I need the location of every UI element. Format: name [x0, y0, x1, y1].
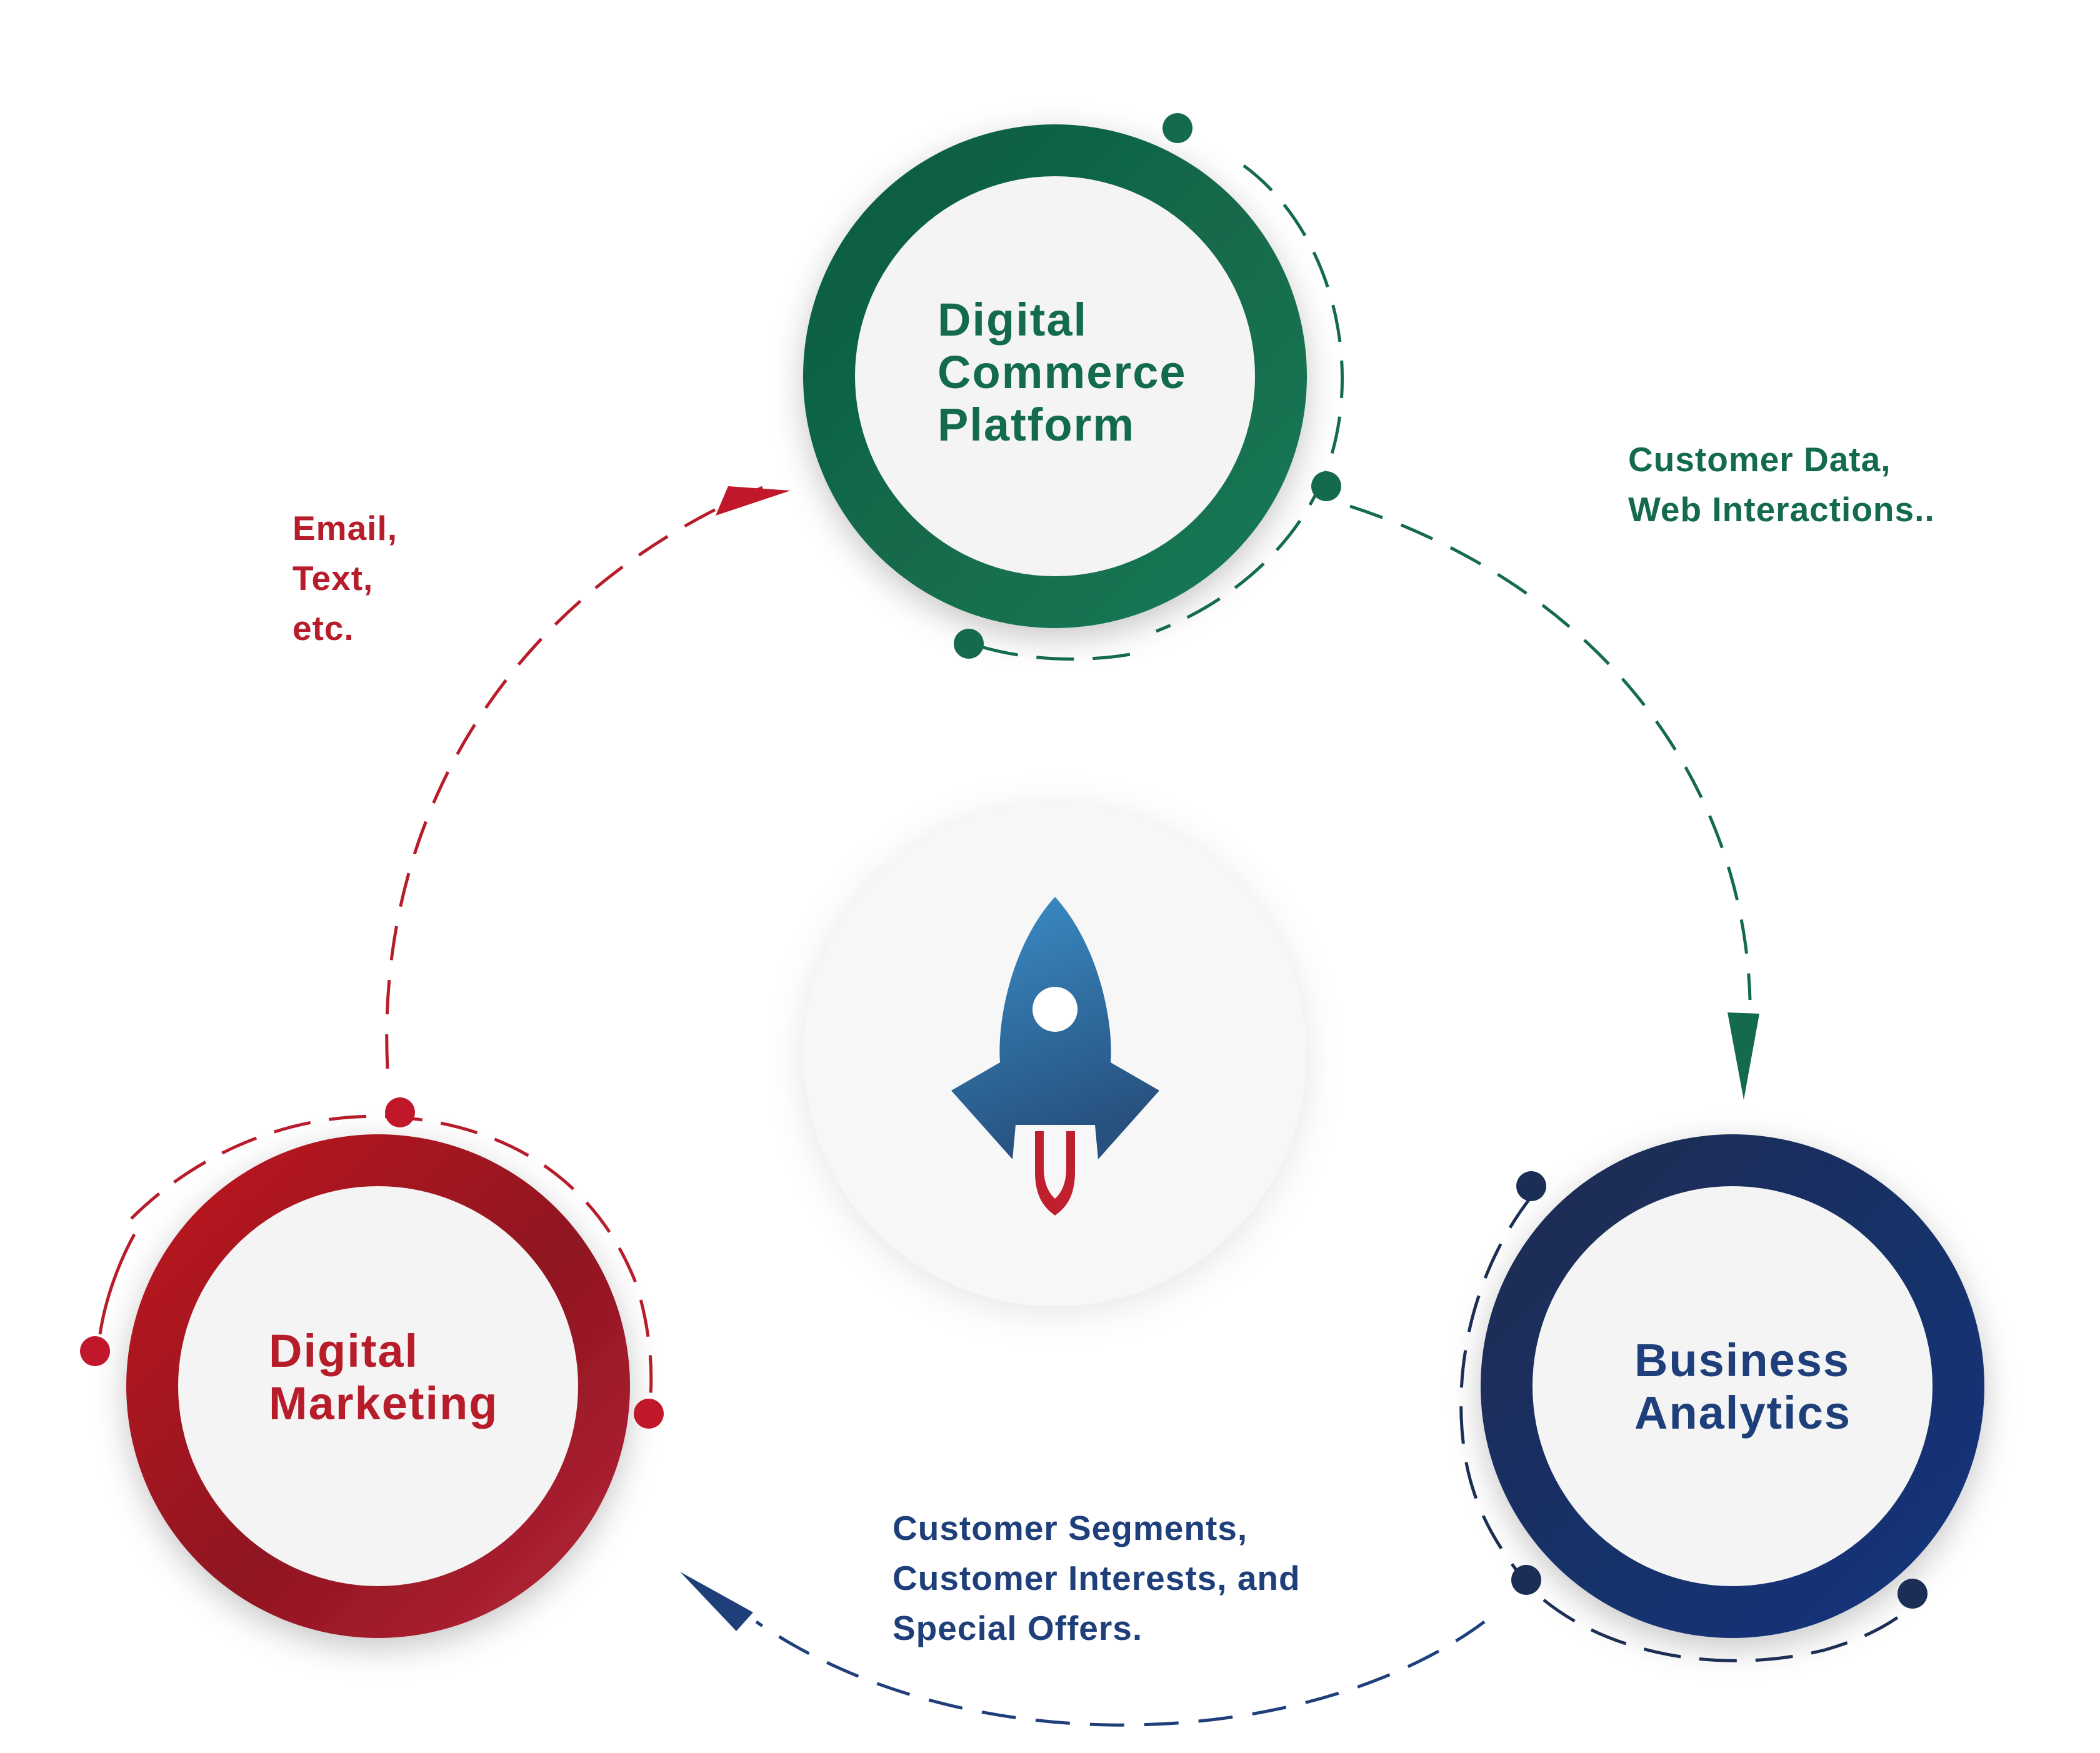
connector-green: [1349, 504, 1752, 1001]
node-commerce: [803, 113, 1344, 661]
node-analytics: [1459, 1134, 1984, 1662]
flow-label-line: Email,: [292, 509, 398, 547]
flow-label-segments: Customer Segments, Customer Interests, a…: [892, 1503, 1301, 1653]
orbit-analytics-bottom: [1542, 1599, 1914, 1662]
flow-label-line: Text,: [292, 559, 374, 597]
flow-label-email: Email, Text, etc.: [292, 503, 398, 653]
connector-red: [385, 486, 763, 1069]
flow-label-line: Special Offers.: [892, 1609, 1143, 1647]
node-title-commerce: Digital Commerce Platform: [938, 294, 1187, 451]
flow-label-line: Customer Data,: [1628, 440, 1891, 479]
orbit-commerce-bottom: [981, 645, 1138, 661]
arrowhead-red: [716, 486, 791, 516]
flow-label-line: Customer Segments,: [892, 1509, 1248, 1547]
node-title-line: Platform: [938, 399, 1136, 451]
node-title-line: Digital: [938, 294, 1088, 346]
arrowhead-blue: [680, 1572, 753, 1631]
node-title-marketing: Digital Marketing: [269, 1325, 499, 1430]
node-title-line: Business: [1634, 1334, 1851, 1386]
orbit-commerce-right: [1156, 164, 1344, 633]
node-title-line: Marketing: [269, 1377, 499, 1429]
flow-label-customer-data: Customer Data, Web Interactions..: [1628, 434, 1935, 534]
node-title-line: Analytics: [1634, 1387, 1852, 1439]
node-marketing: [80, 1097, 664, 1638]
flow-label-line: Customer Interests, and: [892, 1559, 1301, 1597]
orbit-marketing-left: [98, 1233, 136, 1335]
node-title-analytics: Business Analytics: [1634, 1334, 1851, 1439]
node-title-line: Digital: [269, 1325, 419, 1377]
arrowhead-green: [1728, 1012, 1759, 1100]
flow-label-line: etc.: [292, 609, 354, 647]
orbit-marketing-top: [130, 1114, 653, 1404]
flow-label-line: Web Interactions..: [1628, 490, 1935, 529]
rocket-icon: [951, 897, 1159, 1216]
orbit-analytics-left: [1459, 1196, 1532, 1582]
node-title-line: Commerce: [938, 346, 1187, 398]
center-badge: [804, 804, 1306, 1306]
